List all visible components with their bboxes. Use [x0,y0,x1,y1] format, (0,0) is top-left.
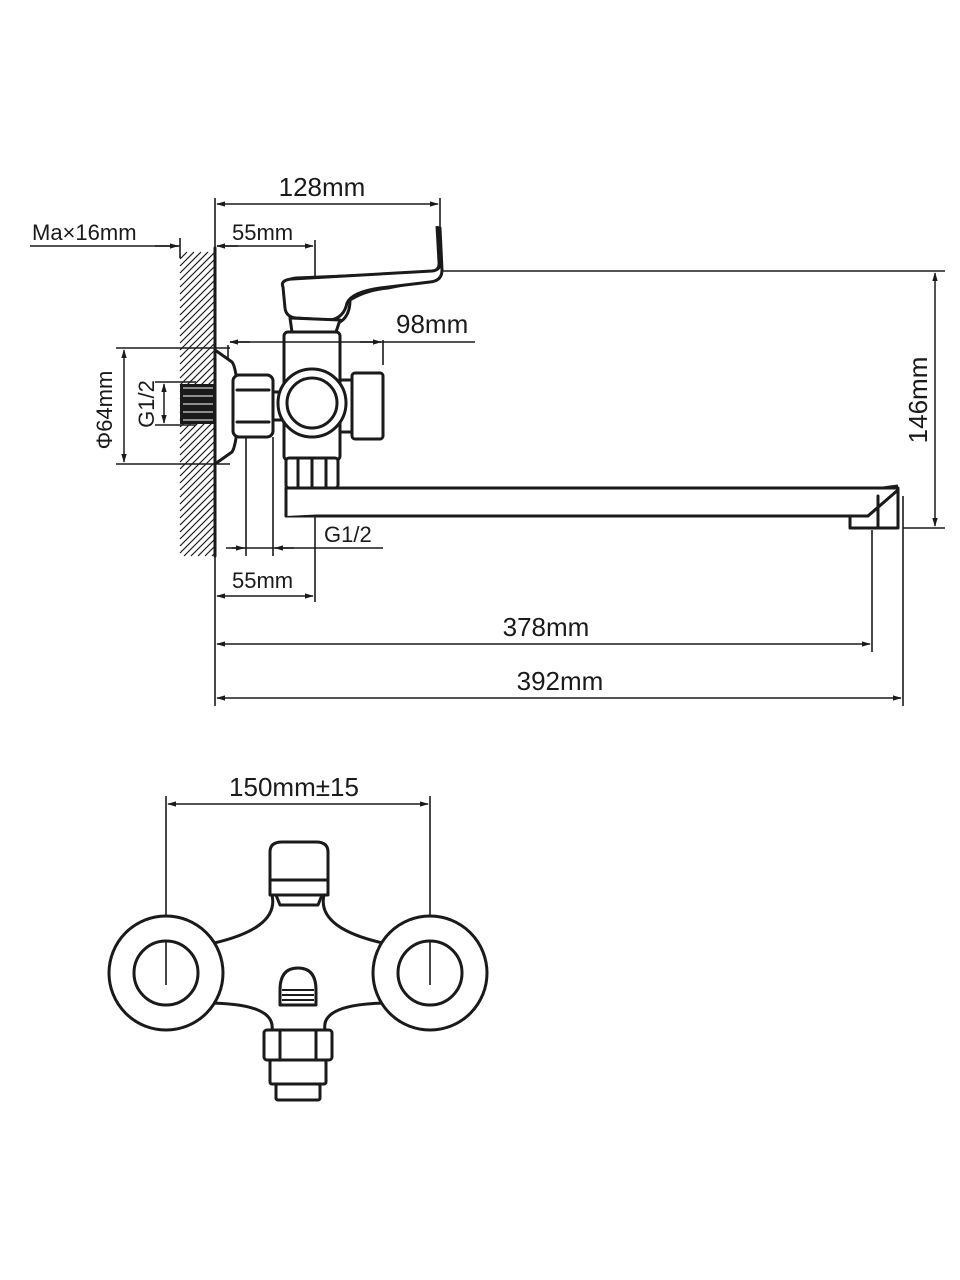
cartridge-ring-inner [285,376,339,430]
hatch-line [179,468,216,505]
hatch-line [179,503,216,540]
front-handle [268,840,330,897]
hatch-line [179,447,216,484]
hatch-line [179,307,216,344]
hatch-line [179,517,216,554]
hatch-line [179,475,216,512]
hatch-line [179,251,195,267]
hatch-line [179,440,216,477]
label-ma16: Ma×16mm [32,220,137,245]
hatch-line [179,510,216,547]
label-phi64: Φ64mm [92,371,117,450]
hatch-line [179,328,216,365]
spout-top-edge [284,484,899,516]
front-outlet-pipe [268,1058,328,1086]
side-view: 128mm Ma×16mm 55mm 98mm Φ64mm G1/2 G1/2 … [30,172,945,706]
label-150: 150mm±15 [229,772,359,802]
hatch-line [179,419,216,456]
side-diverter-cap [350,371,385,441]
label-378: 378mm [503,612,590,642]
hatch-line [179,426,216,463]
front-lower-nut [262,1028,334,1062]
label-55-bottom: 55mm [232,568,293,593]
hatch-line [179,321,216,358]
label-146: 146mm [903,357,933,444]
eccentric-connector [231,373,275,439]
hatch-line [179,279,216,316]
hatch-line [190,531,216,557]
hatch-line [179,251,188,260]
hatch-line [179,496,216,533]
handle-collar [288,316,342,334]
hatch-line [183,524,216,557]
label-128: 128mm [279,172,366,202]
hatch-line [179,335,216,372]
hatch-line [179,489,216,526]
front-view: 150mm±15 [107,772,489,1102]
hatch-line [179,433,216,470]
label-55-top: 55mm [232,220,293,245]
spout-outlet-aerator [848,488,900,530]
front-body [203,893,394,1032]
hatch-line [179,349,216,386]
hatch-line [179,482,216,519]
hatch-line [179,272,216,309]
diverter-thread [282,989,314,1001]
hatch-line [179,293,216,330]
front-handle-collar [274,893,324,907]
hatch-line [179,251,202,274]
hatch-line [179,314,216,351]
hatch-line [179,258,216,295]
hatch-line [197,538,216,557]
label-392: 392mm [517,666,604,696]
front-outlet-tip [274,1082,322,1102]
hatch-line [179,300,216,337]
hatch-line [179,342,216,379]
inlet-thread-marks [183,387,213,421]
hatch-line [179,251,216,288]
hatch-line [179,265,216,302]
hatch-line [204,545,216,557]
hatch-line [179,454,216,491]
label-g12-bottom: G1/2 [324,522,372,547]
hatch-line [179,251,209,281]
label-98: 98mm [396,309,468,339]
hatch-line [179,286,216,323]
hatch-line [179,461,216,498]
label-g12-left: G1/2 [134,380,159,428]
